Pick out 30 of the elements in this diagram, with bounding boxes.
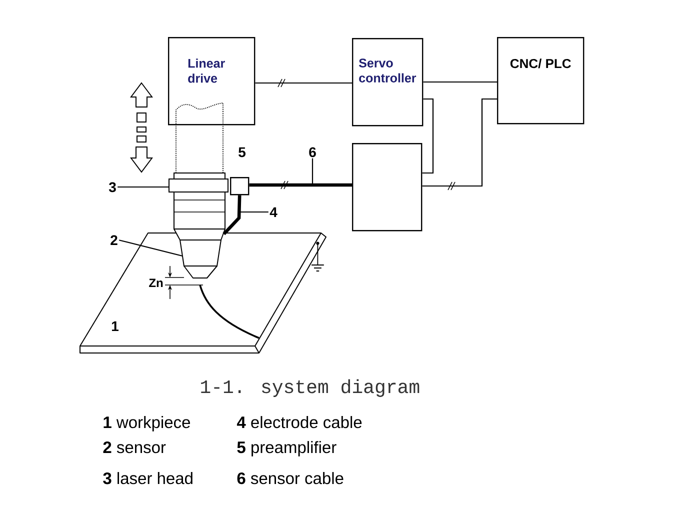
callout-number: 6 [309, 147, 316, 158]
dimension-label: Zn [149, 278, 163, 287]
unit-box [352, 143, 422, 232]
connector-line [255, 78, 352, 88]
linear-drive-box: Linear drive [168, 37, 256, 126]
connector-line [422, 98, 434, 174]
leader-line [312, 158, 314, 184]
figure-caption: 1-1. system diagram [201, 379, 420, 397]
leader-line [118, 186, 169, 188]
key-item: 3 laser head [103, 472, 192, 484]
key-item: 6 sensor cable [237, 472, 344, 484]
leader-line [118, 240, 183, 257]
sensor-nozzle [174, 228, 226, 278]
callout-number: 2 [110, 235, 118, 245]
key-item: 2 sensor [103, 441, 166, 454]
servo-controller-box: Servo controller [352, 38, 424, 126]
callout-number: 5 [238, 147, 246, 158]
callout-number: 1 [112, 321, 118, 331]
laser-head [168, 172, 228, 230]
callout-number: 3 [108, 182, 116, 192]
cnc-plc-box: CNC/ PLC [497, 37, 584, 124]
connector-line [422, 98, 497, 190]
sensor-cable [249, 180, 352, 190]
electrode-cable [222, 195, 242, 236]
connector-line [423, 81, 497, 83]
key-item: 4 electrode cable [236, 416, 362, 428]
callout-number: 4 [270, 207, 278, 217]
leader-line [240, 211, 268, 213]
key-item: 1 workpiece [104, 416, 190, 432]
key-item: 5 preamplifier [237, 441, 336, 456]
